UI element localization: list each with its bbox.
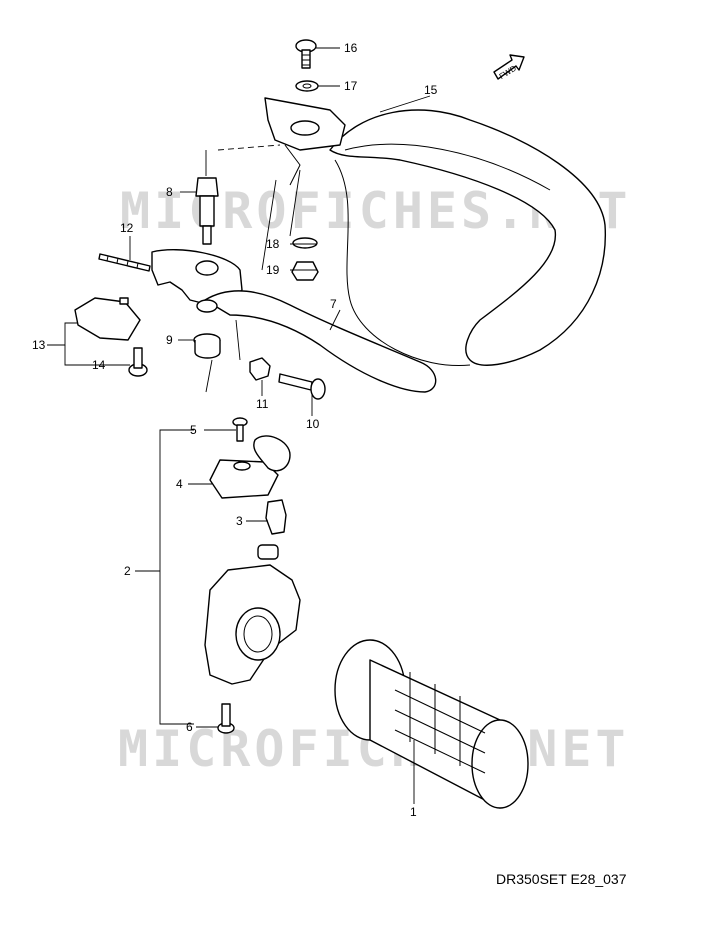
nut-19 bbox=[291, 261, 319, 281]
switch-13 bbox=[74, 297, 141, 341]
pin-12 bbox=[98, 253, 151, 272]
callout-12: 12 bbox=[120, 221, 134, 235]
lever-holder-2 bbox=[204, 544, 301, 685]
screw-5 bbox=[232, 417, 248, 442]
callout-7: 7 bbox=[330, 297, 337, 311]
washer-17-hole bbox=[302, 83, 312, 89]
screw-6 bbox=[217, 703, 235, 734]
callout-11: 11 bbox=[256, 397, 269, 411]
callout-5: 5 bbox=[190, 423, 197, 437]
hand-guard bbox=[264, 97, 607, 367]
bolt-10 bbox=[278, 373, 326, 400]
callout-18: 18 bbox=[266, 237, 280, 251]
washer-18 bbox=[292, 237, 318, 249]
callout-14: 14 bbox=[92, 358, 106, 372]
callout-6: 6 bbox=[186, 720, 193, 734]
clutch-lever bbox=[151, 249, 437, 393]
callout-9: 9 bbox=[166, 333, 173, 347]
washer-17 bbox=[295, 80, 319, 92]
screw-14 bbox=[128, 347, 148, 377]
bolt-8 bbox=[195, 177, 219, 245]
callout-1: 1 bbox=[410, 805, 417, 819]
clamp-4 bbox=[209, 435, 291, 499]
callout-19: 19 bbox=[266, 263, 280, 277]
diagram-code: DR350SET E28_037 bbox=[496, 871, 627, 887]
nut-11 bbox=[249, 357, 271, 381]
clip-3 bbox=[265, 499, 287, 535]
grip-1 bbox=[334, 639, 529, 809]
callout-10: 10 bbox=[306, 417, 320, 431]
callout-16: 16 bbox=[344, 41, 358, 55]
callout-13: 13 bbox=[32, 338, 46, 352]
callout-8: 8 bbox=[166, 185, 173, 199]
screw-16 bbox=[295, 39, 317, 69]
callout-17: 17 bbox=[344, 79, 358, 93]
callout-4: 4 bbox=[176, 477, 183, 491]
leader-lines bbox=[47, 47, 431, 804]
fwd-arrow-icon: FWD bbox=[493, 54, 525, 81]
callout-2: 2 bbox=[124, 564, 131, 578]
callout-3: 3 bbox=[236, 514, 243, 528]
collar-9 bbox=[193, 333, 221, 359]
callouts: 16 17 15 8 12 18 19 7 13 9 14 11 10 5 4 … bbox=[32, 41, 438, 819]
callout-15: 15 bbox=[424, 83, 438, 97]
